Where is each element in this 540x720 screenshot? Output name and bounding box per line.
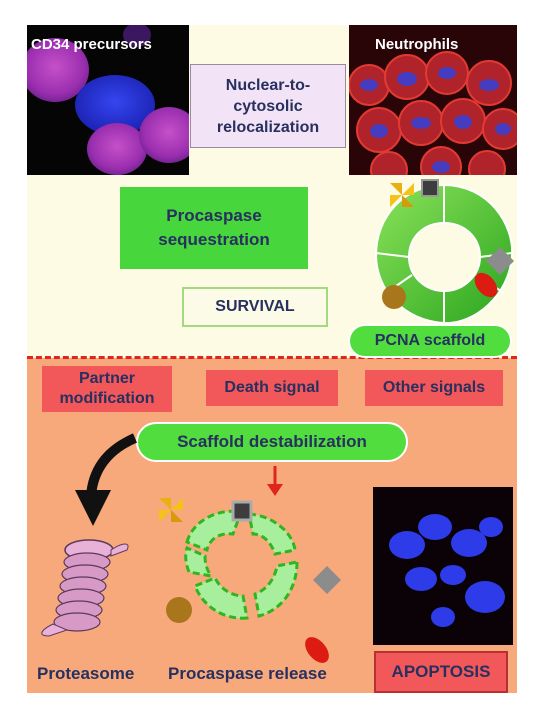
death-signal-box: Death signal	[206, 370, 338, 406]
grey-diamond-icon	[486, 247, 514, 275]
grey-square-icon	[421, 179, 439, 197]
pcna-scaffold-label: PCNA scaffold	[348, 324, 512, 358]
scaffold-destabilization-box: Scaffold destabilization	[136, 422, 408, 462]
survival-box: SURVIVAL	[182, 287, 328, 327]
released-grey-square-icon	[231, 500, 253, 522]
proteasome-arrowhead	[75, 490, 111, 526]
procaspase-release-label: Procaspase release	[168, 664, 327, 683]
apoptosis-micrograph	[373, 487, 513, 645]
panel-divider	[27, 356, 517, 359]
proteasome-arrow	[86, 433, 138, 497]
neutrophils-micrograph	[349, 25, 517, 175]
released-red-capsule-icon	[305, 637, 329, 663]
brown-ball-icon	[382, 285, 406, 309]
red-capsule-icon	[474, 272, 498, 298]
other-signals-box: Other signals	[365, 370, 503, 406]
yellow-procaspase-icon	[390, 183, 414, 207]
released-grey-diamond-icon	[313, 566, 341, 594]
partner-modification-box: Partner modification	[42, 366, 172, 412]
cd34-micrograph	[27, 25, 189, 175]
cd34-label: CD34 precursors	[31, 36, 152, 53]
proteasome-icon	[41, 539, 129, 637]
apoptotic-cells-image	[389, 514, 505, 627]
relocalization-box: Nuclear-to-cytosolic relocalization	[190, 64, 346, 148]
broken-scaffold	[184, 509, 299, 620]
sequestration-box: Procaspase sequestration	[120, 187, 308, 269]
neutrophils-label: Neutrophils	[375, 36, 459, 53]
proteasome-label: Proteasome	[37, 664, 135, 683]
released-brown-ball-icon	[166, 597, 192, 623]
cd34-cells-image	[27, 25, 189, 175]
apoptosis-diagram	[41, 433, 341, 663]
pcna-scaffold-diagram	[374, 179, 514, 325]
neutrophils-cells-image	[349, 51, 517, 175]
apoptosis-box: APOPTOSIS	[374, 651, 508, 693]
released-yellow-icon	[159, 498, 183, 522]
